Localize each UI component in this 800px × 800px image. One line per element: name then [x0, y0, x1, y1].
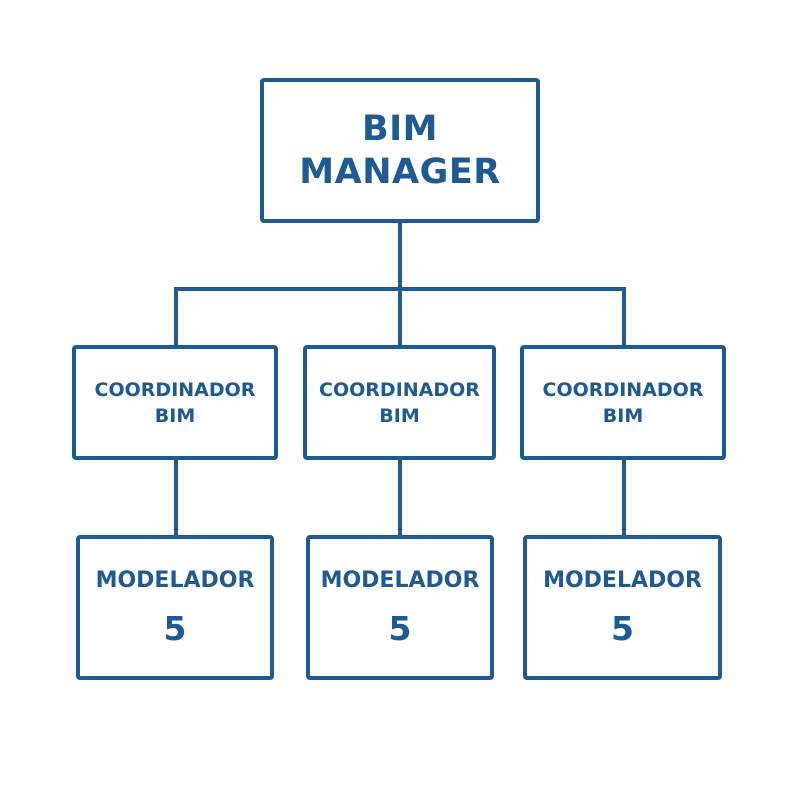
coordinator-label-line1: COORDINADOR: [94, 378, 256, 401]
modeler-count: 5: [163, 608, 187, 648]
modeler-box-center: MODELADOR 5: [306, 535, 494, 680]
modeler-count: 5: [388, 608, 412, 648]
modeler-title: MODELADOR: [543, 567, 702, 593]
coordinator-box-left: COORDINADOR BIM: [72, 345, 278, 460]
bim-manager-line2: MANAGER: [299, 151, 501, 192]
coordinator-label-line2: BIM: [379, 404, 420, 427]
coordinator-box-center: COORDINADOR BIM: [303, 345, 496, 460]
coordinator-label-line2: BIM: [602, 404, 644, 427]
bim-manager-line1: BIM: [361, 108, 439, 149]
coordinator-label-line1: COORDINADOR: [319, 378, 480, 401]
modeler-box-right: MODELADOR 5: [523, 535, 722, 680]
coordinator-label-line1: COORDINADOR: [542, 378, 704, 401]
modeler-box-left: MODELADOR 5: [76, 535, 274, 680]
coordinator-label-line2: BIM: [154, 404, 196, 427]
bim-manager-box: BIM MANAGER: [260, 78, 540, 223]
coordinator-box-right: COORDINADOR BIM: [520, 345, 726, 460]
modeler-count: 5: [611, 608, 634, 648]
modeler-title: MODELADOR: [320, 567, 480, 593]
modeler-title: MODELADOR: [95, 567, 255, 593]
